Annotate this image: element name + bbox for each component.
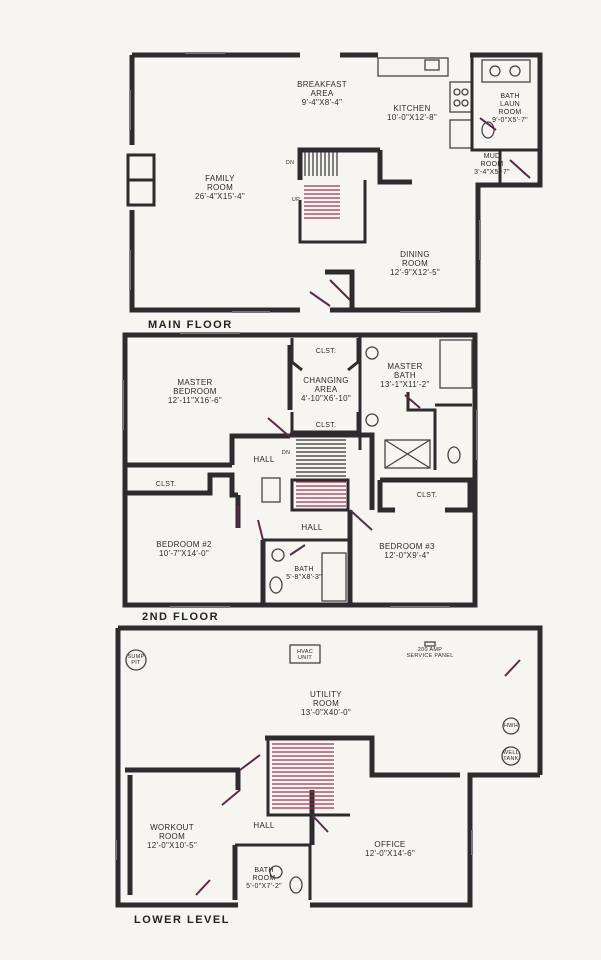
- bath2-name: BATH: [294, 566, 314, 573]
- well-2: TANK: [503, 756, 519, 762]
- changing-name: CHANGING: [303, 376, 349, 385]
- bed3-dims: 12'-0"X9'-4": [384, 551, 430, 560]
- second-stair-dn-label: DN: [281, 450, 291, 456]
- dining-dims: 12'-9"X12'-5": [390, 268, 440, 277]
- bath-laun-1: BATH: [500, 93, 520, 100]
- panel-1: 200 AMP: [417, 647, 443, 653]
- master-bath-name-2: BATH: [394, 371, 416, 380]
- family-name-2: ROOM: [206, 183, 234, 192]
- second-floor-windows: [122, 332, 478, 608]
- panel-2: SERVICE PANEL: [406, 653, 454, 659]
- family-room-label: FAMILY ROOM 26'-4"X15'-4": [195, 174, 245, 201]
- breakfast-name: BREAKFAST: [297, 80, 347, 89]
- kitchen-dims: 10'-0"X12'-8": [387, 113, 437, 122]
- second-floor-doors: [237, 394, 421, 556]
- main-floor-doors: [309, 117, 531, 307]
- hwh-label: HWH: [503, 723, 519, 729]
- office-label: OFFICE 12'-0"X14'-6": [365, 840, 415, 858]
- dining-name: DINING: [400, 250, 430, 259]
- bed3-name: BEDROOM #3: [379, 542, 435, 551]
- bath-laundry-label: BATH LAUN ROOM 9'-0"X5'-7": [492, 93, 528, 125]
- lower-level-stairs: [272, 743, 334, 809]
- sump-pit-label: SUMP PIT: [127, 654, 144, 666]
- mud-name-2: ROOM: [480, 161, 504, 168]
- main-stair-dn-label: DN: [285, 160, 295, 166]
- workout-dims: 12'-0"X10'-5": [147, 841, 197, 850]
- closet-stair-label: CLST.: [315, 422, 337, 429]
- lower-level-doors: [195, 659, 521, 896]
- kitchen-name: KITCHEN: [393, 104, 431, 113]
- lower-level-windows: [115, 830, 473, 860]
- master-bath-name: MASTER: [387, 362, 423, 371]
- lower-bath-dims: 5'-0"X7'-2": [246, 883, 282, 890]
- changing-dims: 4'-10"X6'-10": [301, 394, 351, 403]
- utility-room-label: UTILITY ROOM 13'-0"X40'-0": [301, 690, 351, 717]
- bed2-dims: 10'-7"X14'-0": [159, 549, 209, 558]
- hvac-unit-label: HVAC UNIT: [297, 649, 313, 661]
- dining-name-2: ROOM: [401, 259, 429, 268]
- kitchen-label: KITCHEN 10'-0"X12'-8": [387, 104, 437, 122]
- second-floor-title: 2ND FLOOR: [142, 611, 220, 623]
- closet-bed3-label: CLST.: [416, 492, 438, 499]
- service-panel-label: 200 AMP SERVICE PANEL: [406, 647, 453, 659]
- closet-bed2-label: CLST.: [155, 481, 177, 488]
- hall-upper-label: HALL: [253, 455, 275, 464]
- master-bed-dims: 12'-11"X16'-6": [167, 396, 223, 405]
- well-tank-label: WELL TANK: [503, 750, 519, 762]
- family-dims: 26'-4"X15'-4": [195, 192, 245, 201]
- sump-2: PIT: [131, 660, 141, 666]
- dining-room-label: DINING ROOM 12'-9"X12'-5": [390, 250, 440, 277]
- main-floor-windows: [129, 52, 481, 313]
- lower-level-title: LOWER LEVEL: [134, 914, 230, 926]
- master-bath-label: MASTER BATH 13'-1"X11'-2": [380, 362, 429, 389]
- second-floor-walls: [122, 332, 478, 608]
- bedroom3-label: BEDROOM #3 12'-0"X9'-4": [379, 542, 434, 560]
- mud-name: MUD: [483, 153, 501, 160]
- master-bed-name: MASTER: [177, 378, 213, 387]
- lower-bath-label: BATH ROOM 5'-0"X7'-2": [246, 867, 282, 891]
- master-bedroom-label: MASTER BEDROOM 12'-11"X16'-6": [168, 378, 222, 405]
- main-floor-walls: [126, 52, 543, 313]
- lower-bath-name: BATH: [254, 867, 274, 874]
- main-floor-stairs: [304, 152, 340, 219]
- lower-hall-label: HALL: [253, 821, 275, 830]
- lower-bath-name-2: ROOM: [252, 875, 276, 882]
- master-bath-dims: 13'-1"X11'-2": [380, 380, 430, 389]
- mud-dims: 3'-4"X5'-7": [474, 169, 510, 176]
- workout-room-label: WORKOUT ROOM 12'-0"X10'-5": [147, 823, 197, 850]
- utility-dims: 13'-0"X40'-0": [301, 708, 351, 717]
- utility-name: UTILITY: [310, 690, 342, 699]
- bed2-name: BEDROOM #2: [156, 540, 212, 549]
- office-dims: 12'-0"X14'-6": [365, 849, 415, 858]
- well-1: WELL: [502, 750, 520, 756]
- office-name: OFFICE: [374, 840, 406, 849]
- bath-laun-3: ROOM: [498, 109, 522, 116]
- breakfast-name-2: AREA: [310, 89, 334, 98]
- changing-name-2: AREA: [314, 385, 338, 394]
- main-floor-title: MAIN FLOOR: [148, 319, 233, 331]
- workout-name-2: ROOM: [158, 832, 186, 841]
- family-name: FAMILY: [205, 174, 235, 183]
- hvac-1: HVAC: [296, 649, 314, 655]
- lower-level-walls: [115, 625, 543, 908]
- bedroom2-label: BEDROOM #2 10'-7"X14'-0": [156, 540, 211, 558]
- bath-laun-2: LAUN: [500, 101, 520, 108]
- second-floor-stairs: [296, 439, 346, 507]
- bath-laun-dims: 9'-0"X5'-7": [492, 117, 528, 124]
- sump-1: SUMP: [127, 654, 145, 660]
- master-bed-name-2: BEDROOM: [173, 387, 217, 396]
- changing-area-label: CHANGING AREA 4'-10"X6'-10": [301, 376, 351, 403]
- closet-changing-label: CLST.: [315, 348, 337, 355]
- hvac-2: UNIT: [297, 655, 313, 661]
- hall-lower-label: HALL: [301, 523, 323, 532]
- breakfast-dims: 9'-4"X8'-4": [301, 98, 343, 107]
- second-bath-label: BATH 5'-8"X8'-3": [286, 566, 322, 582]
- breakfast-area-label: BREAKFAST AREA 9'-4"X8'-4": [297, 80, 347, 107]
- main-stair-up-label: UP: [291, 197, 301, 203]
- workout-name: WORKOUT: [150, 823, 194, 832]
- bath2-dims: 5'-8"X8'-3": [286, 574, 322, 581]
- utility-name-2: ROOM: [312, 699, 340, 708]
- mud-room-label: MUD ROOM 3'-4"X5'-7": [474, 153, 510, 177]
